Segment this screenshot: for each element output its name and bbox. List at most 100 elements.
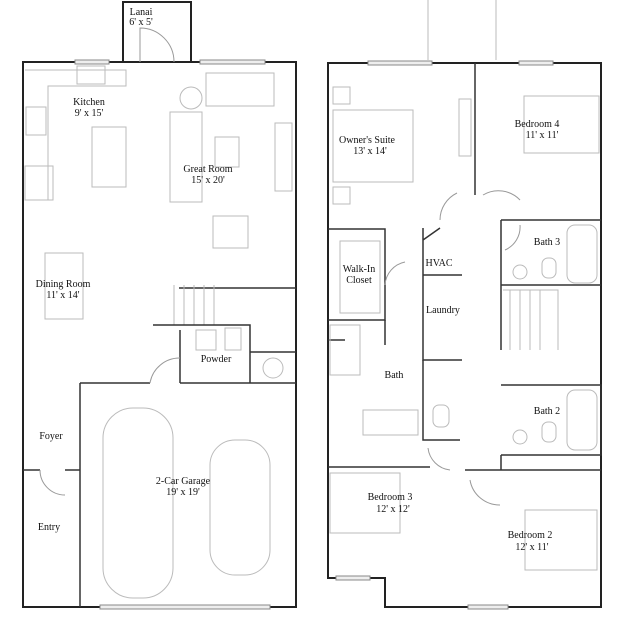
sink — [195, 329, 217, 351]
room-size: 19' x 19' — [166, 487, 200, 498]
svg-text:19' x 19': 19' x 19' — [166, 487, 200, 498]
bed — [524, 509, 598, 571]
window — [367, 60, 433, 66]
svg-text:Bedroom 4: Bedroom 4 — [515, 119, 560, 130]
room-label: Bedroom 3 — [368, 492, 413, 503]
room-label: Walk-In — [343, 264, 376, 275]
window — [199, 59, 266, 65]
lanai-door — [139, 27, 175, 63]
car — [102, 407, 174, 599]
svg-text:Powder: Powder — [201, 354, 232, 365]
room-size: 13' x 14' — [353, 146, 387, 157]
room-label: Powder — [201, 354, 232, 365]
bathtub — [566, 224, 598, 284]
svg-text:Great Room: Great Room — [183, 164, 232, 175]
entry-door — [39, 469, 66, 496]
svg-text:11' x 14': 11' x 14' — [46, 290, 79, 301]
svg-text:Bedroom 3: Bedroom 3 — [368, 492, 413, 503]
stairs — [503, 289, 559, 350]
svg-text:Foyer: Foyer — [39, 431, 63, 442]
car — [209, 439, 271, 576]
svg-text:Closet: Closet — [346, 275, 372, 286]
armchair — [212, 215, 249, 249]
room-label: Foyer — [39, 431, 63, 442]
room-size: 12' x 11' — [515, 542, 548, 553]
svg-text:11' x 11': 11' x 11' — [526, 130, 559, 141]
interior-wall — [328, 320, 601, 471]
bed — [332, 109, 414, 183]
svg-text:Bath 3: Bath 3 — [534, 237, 560, 248]
room-label: Entry — [38, 522, 60, 533]
room-size: 12' x 12' — [376, 504, 410, 515]
bathtub — [566, 389, 598, 451]
room-label: 2-Car Garage — [156, 476, 211, 487]
room-size: 9' x 15' — [75, 108, 104, 119]
dresser — [458, 98, 472, 157]
svg-text:12' x 12': 12' x 12' — [376, 504, 410, 515]
svg-text:Owner's Suite: Owner's Suite — [339, 135, 396, 146]
room-size: 6' x 5' — [129, 17, 153, 28]
room-label: Great Room — [183, 164, 232, 175]
second-floor: Owner's Suite 13' x 14' Bedroom 4 11' x … — [327, 0, 602, 610]
sink — [76, 65, 106, 85]
room-size: 11' x 14' — [46, 290, 79, 301]
first-floor: Lanai 6' x 5' Kitchen 9' x 15' Great Roo… — [22, 1, 297, 610]
dining-table — [44, 252, 84, 320]
side-table — [179, 86, 203, 110]
window — [74, 59, 110, 65]
second-floor-outer-wall — [327, 62, 602, 608]
svg-text:12' x 11': 12' x 11' — [515, 542, 548, 553]
room-label: Laundry — [426, 305, 460, 316]
nightstand — [332, 186, 351, 205]
stove — [25, 106, 47, 136]
room-label: Bath 2 — [534, 406, 560, 417]
room-label: Bedroom 2 — [508, 530, 553, 541]
toilet — [541, 421, 557, 443]
window — [467, 604, 509, 610]
toilet — [224, 327, 242, 351]
roof-outline — [427, 0, 497, 60]
svg-text:6' x 5': 6' x 5' — [129, 17, 153, 28]
toilet — [541, 257, 557, 279]
room-size: Closet — [346, 275, 372, 286]
svg-text:15' x 20': 15' x 20' — [191, 175, 225, 186]
lanai-walls — [122, 1, 192, 63]
svg-text:2-Car Garage: 2-Car Garage — [156, 476, 211, 487]
refrigerator — [24, 165, 54, 201]
svg-text:13' x 14': 13' x 14' — [353, 146, 387, 157]
room-label: Kitchen — [73, 97, 105, 108]
closet-shelf — [339, 240, 381, 314]
room-size: 15' x 20' — [191, 175, 225, 186]
sofa — [205, 72, 275, 107]
svg-text:Bedroom 2: Bedroom 2 — [508, 530, 553, 541]
svg-text:Bath 2: Bath 2 — [534, 406, 560, 417]
vanity — [362, 409, 419, 436]
room-label: Dining Room — [36, 279, 91, 290]
svg-text:Entry: Entry — [38, 522, 60, 533]
window — [335, 575, 371, 581]
svg-text:HVAC: HVAC — [425, 258, 452, 269]
svg-text:Laundry: Laundry — [426, 305, 460, 316]
room-label: Bedroom 4 — [515, 119, 560, 130]
svg-text:Walk-In: Walk-In — [343, 264, 376, 275]
svg-text:9' x 15': 9' x 15' — [75, 108, 104, 119]
svg-text:Bath: Bath — [385, 370, 404, 381]
window — [518, 60, 554, 66]
sofa — [169, 111, 203, 203]
nightstand — [332, 86, 351, 105]
room-label: HVAC — [425, 258, 452, 269]
svg-text:Dining Room: Dining Room — [36, 279, 91, 290]
bed — [329, 472, 401, 534]
room-label: Lanai — [130, 7, 153, 18]
svg-text:Kitchen: Kitchen — [73, 97, 105, 108]
sink — [512, 264, 528, 280]
first-floor-outer-wall — [22, 61, 297, 608]
door-swing — [384, 190, 521, 506]
garage-door — [99, 604, 271, 610]
interior-wall — [80, 324, 296, 384]
svg-text:Lanai: Lanai — [130, 7, 153, 18]
sink — [512, 429, 528, 445]
toilet — [432, 404, 450, 428]
kitchen-island — [91, 126, 127, 188]
